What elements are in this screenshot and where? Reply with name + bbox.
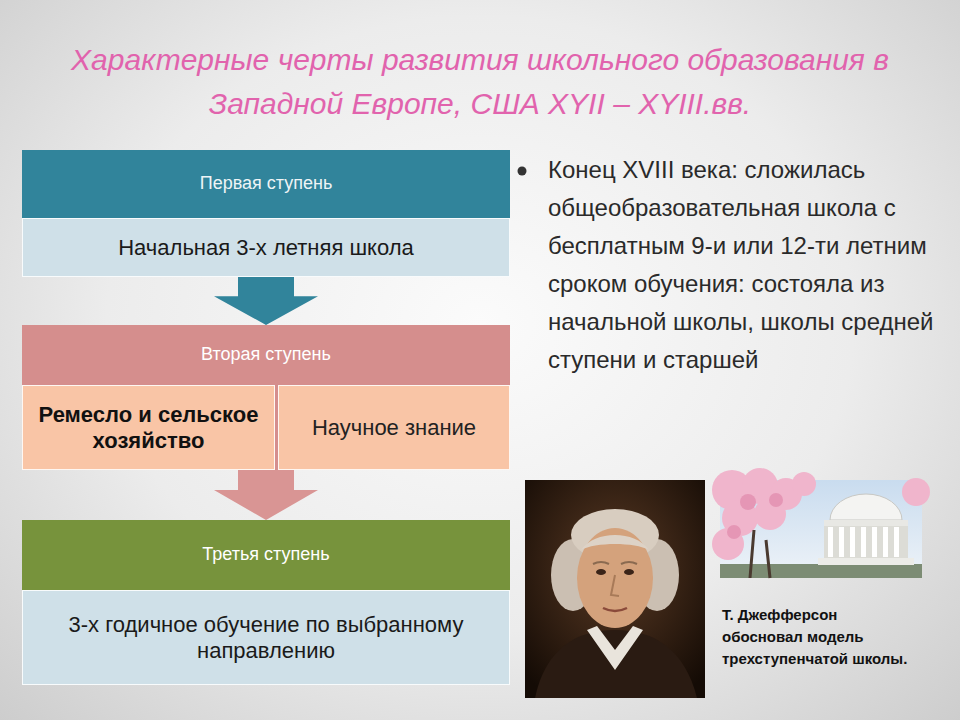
stage-band: Первая ступеньНачальная 3-х летняя школа (22, 150, 510, 277)
memorial-photo (712, 468, 930, 578)
bullet-text: Конец XVIII века: сложилась общеобразова… (548, 151, 943, 379)
flow-arrow (214, 277, 318, 325)
branch-box: Ремесло и сельское хозяйство (22, 385, 275, 470)
stage-heading: Вторая ступень (201, 344, 331, 365)
band-header: Первая ступень (22, 150, 510, 218)
box-body: Начальная 3-х летняя школа (23, 219, 509, 276)
box-body: 3-х годичное обучение по выбранному напр… (23, 591, 509, 684)
flow-arrow (214, 470, 318, 520)
photo-caption: Т. Джефферсон обосновал модель трехступе… (722, 604, 912, 670)
stage-heading: Первая ступень (200, 173, 333, 194)
box-body: Ремесло и сельское хозяйство (23, 386, 274, 469)
slide-title: Характерные черты развития школьного обр… (20, 38, 940, 126)
jefferson-portrait (525, 480, 705, 698)
stage-heading: Третья ступень (202, 544, 329, 565)
box-body: Научное знание (279, 386, 509, 469)
box-text: Ремесло и сельское хозяйство (31, 402, 266, 454)
band-header: Третья ступень (22, 520, 510, 590)
box-text: Начальная 3-х летняя школа (118, 235, 414, 261)
stage-band: Вторая ступеньРемесло и сельское хозяйст… (22, 325, 510, 470)
branch-box: Научное знание (278, 385, 510, 470)
box-text: Научное знание (312, 415, 476, 441)
band-header: Вторая ступень (22, 325, 510, 385)
bullet-dot (518, 167, 527, 176)
stage-band: Третья ступень 3-х годичное обучение по в… (22, 520, 510, 685)
content-box: Начальная 3-х летняя школа (22, 218, 510, 277)
content-box: 3-х годичное обучение по выбранному напр… (22, 590, 510, 685)
box-text: 3-х годичное обучение по выбранному напр… (31, 612, 501, 664)
